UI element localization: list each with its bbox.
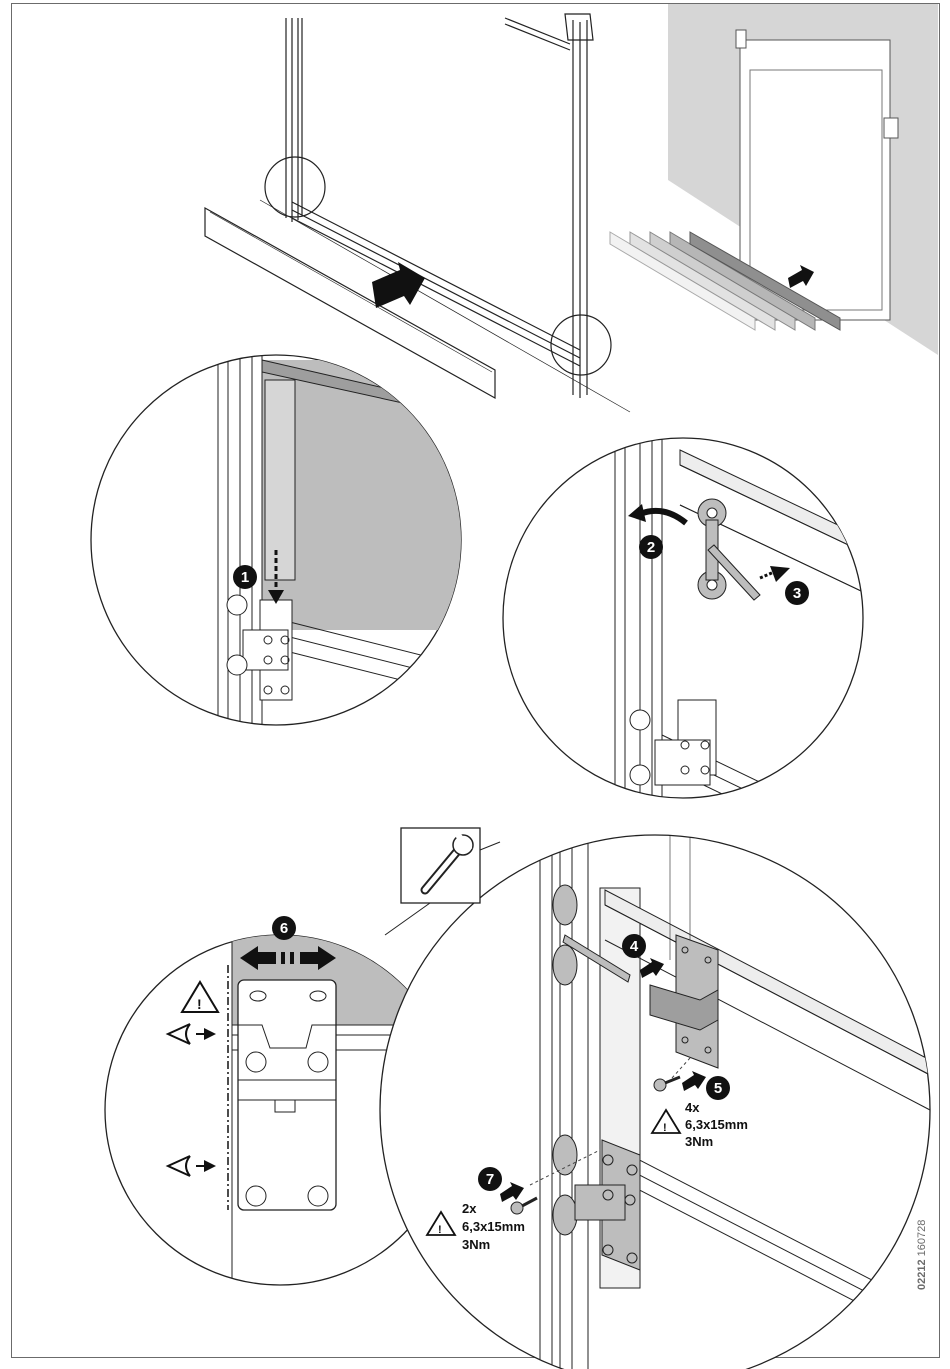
step-marker-6: 6 (272, 916, 296, 940)
step-marker-7: 7 (478, 1167, 502, 1191)
step-marker-5: 5 (706, 1076, 730, 1100)
spec-screw: 6,3x15mm (462, 1219, 525, 1234)
step-marker-2: 2 (639, 535, 663, 559)
warning-mark: ! (438, 1224, 442, 1236)
document-date: 160728 (916, 1220, 928, 1257)
spec-screw: 6,3x15mm (685, 1117, 748, 1132)
warning-mark: ! (197, 996, 202, 1012)
frame-overview (205, 14, 630, 412)
spec-torque: 3Nm (685, 1134, 713, 1149)
spec-qty: 2x (462, 1201, 477, 1216)
document-number: 02212 (916, 1259, 928, 1290)
document-id: 02212 160728 (916, 1220, 928, 1290)
detail-step-4-5-7 (380, 835, 930, 1369)
svg-text:7: 7 (486, 1171, 494, 1188)
svg-text:2: 2 (647, 539, 655, 556)
detail-step-2-3 (503, 430, 880, 870)
svg-text:5: 5 (714, 1080, 722, 1097)
step-marker-1: 1 (233, 565, 257, 589)
svg-text:3: 3 (793, 585, 801, 602)
detail-step-1 (91, 350, 562, 730)
step-marker-3: 3 (785, 581, 809, 605)
svg-text:1: 1 (241, 569, 249, 586)
svg-text:4: 4 (630, 938, 639, 955)
warning-mark: ! (663, 1122, 667, 1134)
wrench-icon (401, 828, 480, 903)
step-marker-4: 4 (622, 934, 646, 958)
svg-text:6: 6 (280, 920, 288, 937)
wall-scene (610, 4, 938, 355)
spec-qty: 4x (685, 1100, 700, 1115)
spec-torque: 3Nm (462, 1237, 490, 1252)
